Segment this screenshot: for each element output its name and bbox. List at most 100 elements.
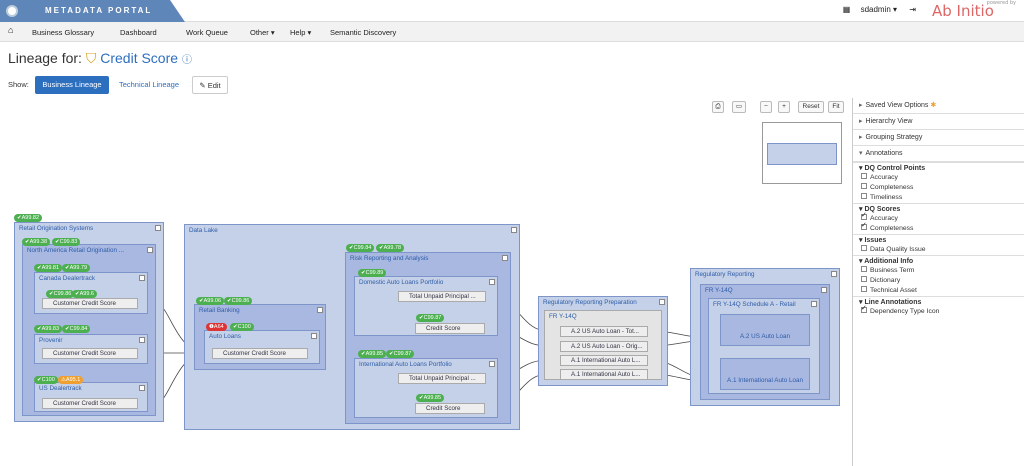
home-icon[interactable]: ⌂ xyxy=(8,25,14,35)
collapse-icon[interactable] xyxy=(147,247,153,253)
collapse-icon[interactable] xyxy=(659,299,665,305)
hierarchy-view[interactable]: ▸Hierarchy View xyxy=(853,114,1024,130)
dq-badge: ❶A64 xyxy=(206,323,227,331)
reset-button[interactable]: Reset xyxy=(798,101,824,113)
option-checkbox[interactable]: Dictionary xyxy=(853,276,1024,286)
panel-label: Hierarchy View xyxy=(865,118,913,125)
edit-button[interactable]: ✎ Edit xyxy=(192,76,228,94)
collapse-icon[interactable] xyxy=(155,225,161,231)
checkbox-icon[interactable] xyxy=(861,245,867,252)
option-checkbox[interactable]: Business Term xyxy=(853,266,1024,276)
collapse-icon[interactable] xyxy=(311,333,317,339)
node-tupb-intl[interactable]: Total Unpaid Principal ... xyxy=(398,373,486,384)
zoom-in-button[interactable]: + xyxy=(778,101,790,113)
checkbox-icon[interactable] xyxy=(861,304,867,314)
star-icon: ✱ xyxy=(930,102,937,109)
collapse-icon[interactable] xyxy=(139,275,145,281)
report-a1-label: A.1 International Auto Loan xyxy=(727,377,803,384)
node-tupb-domestic[interactable]: Total Unpaid Principal ... xyxy=(398,291,486,302)
node-ccs-canada[interactable]: Customer Credit Score xyxy=(42,298,138,309)
option-checkbox[interactable]: Completeness xyxy=(853,183,1024,193)
checkbox-icon[interactable] xyxy=(861,276,867,283)
checkbox-icon[interactable] xyxy=(861,221,867,231)
collapse-icon[interactable] xyxy=(502,255,508,261)
print-button[interactable]: ⎙ xyxy=(712,101,724,113)
collapse-icon[interactable] xyxy=(317,307,323,313)
section-title[interactable]: ▾ Line Annotations xyxy=(853,296,1024,307)
dq-badge: ✔C99.87 xyxy=(416,314,445,322)
nav-business-glossary[interactable]: Business Glossary xyxy=(32,28,95,37)
lineage-canvas[interactable]: Retail Origination Systems North America… xyxy=(0,116,848,466)
section-title[interactable]: ▾ Issues xyxy=(853,234,1024,245)
zoom-out-button[interactable]: − xyxy=(760,101,772,113)
pencil-icon: ✎ xyxy=(199,81,208,90)
section-title[interactable]: ▾ Additional Info xyxy=(853,255,1024,266)
collapse-icon[interactable] xyxy=(139,385,145,391)
checkbox-icon[interactable] xyxy=(861,193,867,200)
grouping-strategy[interactable]: ▸Grouping Strategy xyxy=(853,130,1024,146)
section-title[interactable]: ▾ DQ Control Points xyxy=(853,162,1024,173)
nav-work-queue[interactable]: Work Queue xyxy=(186,28,228,37)
nav-dashboard[interactable]: Dashboard xyxy=(120,28,157,37)
option-label: Dependency Type Icon xyxy=(870,308,940,315)
layout-button[interactable]: ▭ xyxy=(732,101,746,113)
user-menu[interactable]: sdadmin ▾ xyxy=(860,5,898,14)
option-checkbox[interactable]: Data Quality Issue xyxy=(853,245,1024,255)
checkbox-icon[interactable] xyxy=(861,173,867,180)
collapse-icon[interactable] xyxy=(139,337,145,343)
collapse-icon[interactable] xyxy=(811,301,817,307)
collapse-icon[interactable] xyxy=(831,271,837,277)
node-ccs-us[interactable]: Customer Credit Score xyxy=(42,398,138,409)
logout-icon[interactable]: ⇥ xyxy=(909,5,916,14)
node-ccs-auto-loans[interactable]: Customer Credit Score xyxy=(212,348,308,359)
nav-semantic-discovery[interactable]: Semantic Discovery xyxy=(330,28,397,37)
report-a2[interactable]: A.2 US Auto Loan xyxy=(720,314,810,346)
checkbox-icon[interactable] xyxy=(861,183,867,190)
node-a2-orig[interactable]: A.2 US Auto Loan - Orig... xyxy=(560,341,648,352)
option-checkbox[interactable]: Technical Asset xyxy=(853,286,1024,296)
collapse-icon[interactable] xyxy=(489,361,495,367)
option-checkbox[interactable]: Completeness xyxy=(853,221,1024,234)
option-checkbox[interactable]: Timeliness xyxy=(853,193,1024,203)
technical-lineage-tab[interactable]: Technical Lineage xyxy=(118,80,180,89)
checkbox-icon[interactable] xyxy=(861,211,867,221)
dq-badge: ✔C99.86 xyxy=(46,290,75,298)
dq-badge: ✔C99.84 xyxy=(62,325,91,333)
business-lineage-tab[interactable]: Business Lineage xyxy=(35,76,109,94)
minimap[interactable] xyxy=(762,122,842,184)
report-a1[interactable]: A.1 International Auto Loan xyxy=(720,358,810,390)
node-cs-domestic[interactable]: Credit Score xyxy=(415,323,485,334)
checkbox-icon[interactable] xyxy=(861,286,867,293)
option-checkbox[interactable]: Accuracy xyxy=(853,173,1024,183)
collapse-icon[interactable] xyxy=(489,279,495,285)
info-icon[interactable]: ⓘ xyxy=(181,55,192,66)
group-title: International Auto Loans Portfolio xyxy=(359,361,452,368)
node-ccs-provenir[interactable]: Customer Credit Score xyxy=(42,348,138,359)
option-checkbox[interactable]: Accuracy xyxy=(853,211,1024,224)
entity-name[interactable]: Credit Score xyxy=(100,50,179,66)
calendar-icon[interactable]: ▦ xyxy=(842,5,851,14)
dq-badge: ✔C100 xyxy=(230,323,254,331)
page-title: Lineage for: ⛉ Credit Score ⓘ xyxy=(8,50,192,67)
option-label: Accuracy xyxy=(870,174,898,181)
node-a1-intl-2[interactable]: A.1 International Auto L... xyxy=(560,369,648,380)
collapse-icon[interactable] xyxy=(511,227,517,233)
option-checkbox[interactable]: Dependency Type Icon xyxy=(853,304,1024,317)
fit-button[interactable]: Fit xyxy=(828,101,844,113)
node-cs-intl[interactable]: Credit Score xyxy=(415,403,485,414)
node-a1-intl-1[interactable]: A.1 International Auto L... xyxy=(560,355,648,366)
checkbox-icon[interactable] xyxy=(861,266,867,273)
shield-icon: ⛉ xyxy=(85,50,97,66)
annotations[interactable]: ▾Annotations xyxy=(853,146,1024,162)
option-label: Completeness xyxy=(870,225,914,232)
section-title[interactable]: ▾ DQ Scores xyxy=(853,203,1024,214)
dq-badge: ⚠A95.1 xyxy=(58,376,84,384)
saved-view-options[interactable]: ▸Saved View Options ✱ xyxy=(853,98,1024,114)
collapse-icon[interactable] xyxy=(821,287,827,293)
report-a2-label: A.2 US Auto Loan xyxy=(739,333,791,340)
globe-icon[interactable] xyxy=(6,5,18,17)
user-area: ▦ sdadmin ▾ ⇥ xyxy=(843,5,916,14)
node-a2-tot[interactable]: A.2 US Auto Loan - Tot... xyxy=(560,326,648,337)
nav-help[interactable]: Help ▾ xyxy=(290,28,312,37)
nav-other[interactable]: Other ▾ xyxy=(250,28,275,37)
